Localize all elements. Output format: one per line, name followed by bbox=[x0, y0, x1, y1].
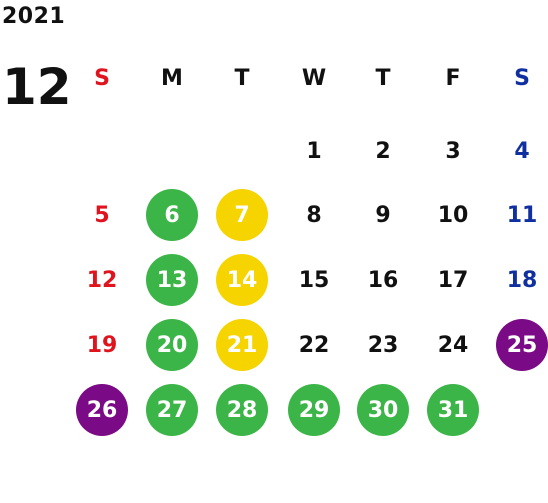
day-cell: 8 bbox=[306, 202, 322, 228]
day-cell-yellow-marked: 14 bbox=[216, 254, 268, 306]
day-cell-green-marked: 28 bbox=[216, 384, 268, 436]
weekday-label: M bbox=[161, 66, 183, 91]
day-cell: 17 bbox=[437, 267, 469, 293]
day-cell: 19 bbox=[86, 332, 118, 358]
day-cell-green-marked: 13 bbox=[146, 254, 198, 306]
day-cell: 4 bbox=[514, 138, 530, 164]
day-cell-yellow-marked: 21 bbox=[216, 319, 268, 371]
calendar-month: 12 bbox=[2, 58, 72, 116]
weekday-label: T bbox=[234, 66, 250, 91]
weekday-label: S bbox=[94, 66, 110, 91]
day-cell: 16 bbox=[367, 267, 399, 293]
day-cell-green-marked: 29 bbox=[288, 384, 340, 436]
day-cell: 24 bbox=[437, 332, 469, 358]
day-cell: 23 bbox=[367, 332, 399, 358]
day-cell: 2 bbox=[375, 138, 391, 164]
day-cell: 9 bbox=[375, 202, 391, 228]
weekday-label: F bbox=[445, 66, 461, 91]
day-cell-green-marked: 27 bbox=[146, 384, 198, 436]
weekday-label: W bbox=[301, 66, 327, 91]
weekday-label: S bbox=[514, 66, 530, 91]
calendar-year: 2021 bbox=[2, 4, 66, 29]
weekday-label: T bbox=[375, 66, 391, 91]
day-cell-green-marked: 6 bbox=[146, 189, 198, 241]
day-cell: 15 bbox=[298, 267, 330, 293]
day-cell-yellow-marked: 7 bbox=[216, 189, 268, 241]
day-cell: 12 bbox=[86, 267, 118, 293]
day-cell-purple-marked: 26 bbox=[76, 384, 128, 436]
day-cell: 11 bbox=[506, 202, 538, 228]
day-cell-green-marked: 30 bbox=[357, 384, 409, 436]
day-cell: 10 bbox=[437, 202, 469, 228]
day-cell: 18 bbox=[506, 267, 538, 293]
day-cell-purple-marked: 25 bbox=[496, 319, 548, 371]
day-cell: 1 bbox=[306, 138, 322, 164]
day-cell: 22 bbox=[298, 332, 330, 358]
day-cell-green-marked: 31 bbox=[427, 384, 479, 436]
day-cell: 5 bbox=[94, 202, 110, 228]
day-cell-green-marked: 20 bbox=[146, 319, 198, 371]
day-cell: 3 bbox=[445, 138, 461, 164]
